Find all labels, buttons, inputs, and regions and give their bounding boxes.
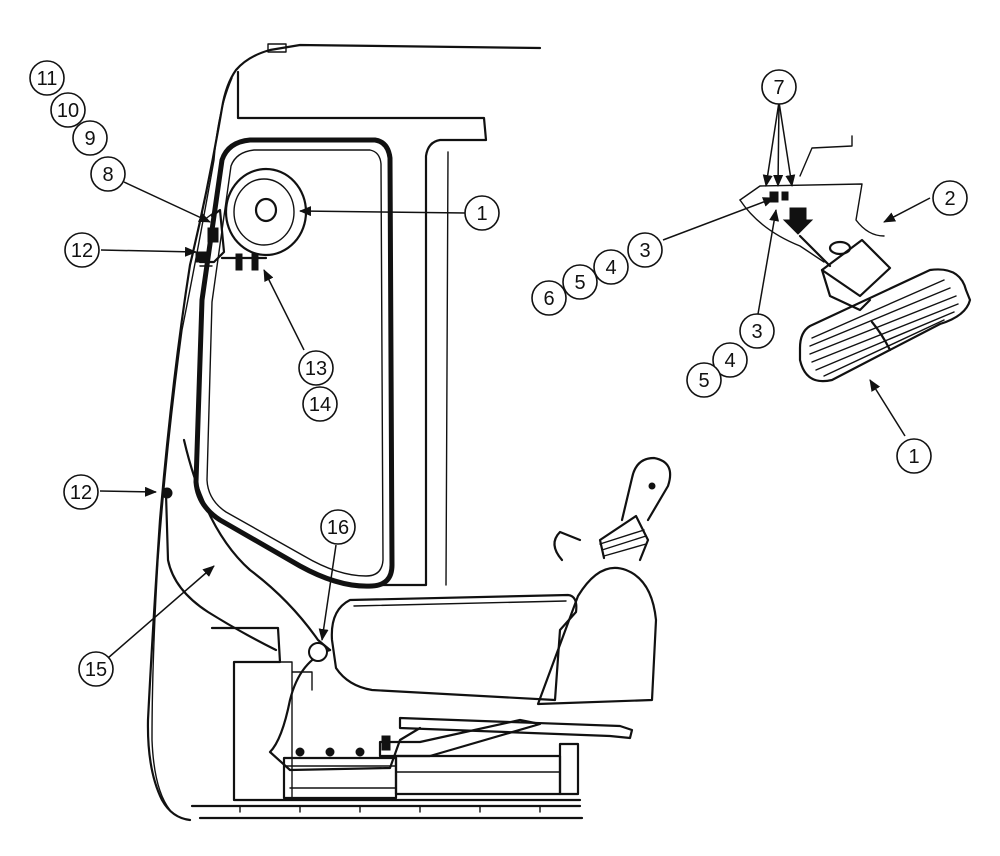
- callout-label: 2: [944, 188, 955, 210]
- callout-circle: [320, 509, 356, 545]
- callout-label: 8: [102, 164, 113, 186]
- floor-line: [190, 804, 584, 820]
- cable-harness: [164, 492, 278, 652]
- callout-label: 9: [84, 128, 95, 150]
- seat-cushion: [330, 593, 578, 702]
- callout-c2: 2: [932, 180, 968, 216]
- joystick-lever: [620, 456, 672, 522]
- cable-ball-end: [161, 487, 173, 499]
- callout-circle: [72, 120, 108, 156]
- speaker-bracket: [195, 208, 268, 271]
- callout-c14: 14: [302, 386, 338, 422]
- callout-c11: 11: [29, 60, 65, 96]
- callout-c15: 15: [78, 651, 114, 687]
- detail-mount-panel: [739, 183, 885, 237]
- cab-front-inner-edge: [151, 77, 233, 811]
- callout-c13: 13: [298, 350, 334, 386]
- callout-label: 16: [327, 517, 349, 539]
- lower-body-outline: [182, 438, 332, 652]
- callout-c1a: 1: [464, 195, 500, 231]
- callout-c4b: 4: [712, 342, 748, 378]
- callout-circle: [78, 651, 114, 687]
- cab-roof-outline: [146, 43, 542, 822]
- callout-c5b: 5: [686, 362, 722, 398]
- callout-circle: [593, 249, 629, 285]
- callout-label: 10: [57, 100, 79, 122]
- callout-label: 1: [476, 203, 487, 225]
- callout-c9: 9: [72, 120, 108, 156]
- callout-c1b: 1: [896, 438, 932, 474]
- callout-c8: 8: [90, 156, 126, 192]
- callout-label: 3: [639, 240, 650, 262]
- callout-circle: [562, 264, 598, 300]
- callout-c16: 16: [320, 509, 356, 545]
- callout-label: 12: [70, 482, 92, 504]
- callout-circle: [686, 362, 722, 398]
- callout-circle: [298, 350, 334, 386]
- callout-label: 13: [305, 358, 327, 380]
- callout-label: 12: [71, 240, 93, 262]
- callout-c6: 6: [531, 280, 567, 316]
- callout-label: 1: [908, 446, 919, 468]
- callout-circle: [531, 280, 567, 316]
- rear-pillar-inner: [445, 151, 449, 586]
- callout-circle: [712, 342, 748, 378]
- callout-circle: [896, 438, 932, 474]
- callout-c10: 10: [50, 92, 86, 128]
- control-console: [536, 456, 672, 706]
- callout-c5a: 5: [562, 264, 598, 300]
- callout-circle: [90, 156, 126, 192]
- leader-lines: [99, 101, 931, 659]
- cab-drawing: [146, 43, 672, 822]
- callout-c3b: 3: [739, 313, 775, 349]
- callout-label: 5: [698, 370, 709, 392]
- speaker: [224, 167, 308, 257]
- detail-speaker-body: [820, 238, 892, 312]
- callout-label: 15: [85, 659, 107, 681]
- callout-circle: [932, 180, 968, 216]
- callout-label: 4: [724, 350, 735, 372]
- pedal-mechanism: [282, 716, 634, 800]
- callout-circle: [29, 60, 65, 96]
- callout-c4a: 4: [593, 249, 629, 285]
- callout-c7: 7: [761, 69, 797, 105]
- callout-circle: [761, 69, 797, 105]
- callout-label: 14: [309, 394, 331, 416]
- callout-circle: [464, 195, 500, 231]
- callout-c12a: 12: [64, 232, 100, 268]
- floor-bolts: [239, 805, 541, 813]
- callout-label: 6: [543, 288, 554, 310]
- roof-lamp: [267, 43, 287, 53]
- callout-circle: [64, 232, 100, 268]
- console-box: [233, 661, 313, 801]
- callout-label: 4: [605, 257, 616, 279]
- callout-circle: [739, 313, 775, 349]
- callout-c3a: 3: [627, 232, 663, 268]
- callout-label: 5: [574, 272, 585, 294]
- callout-circle: [63, 474, 99, 510]
- side-window-frame: [193, 137, 395, 589]
- operator-seat: [268, 593, 578, 772]
- callout-label: 11: [37, 68, 58, 90]
- callout-c12b: 12: [63, 474, 99, 510]
- callout-label: 3: [751, 321, 762, 343]
- callout-circle: [627, 232, 663, 268]
- callout-circle: [302, 386, 338, 422]
- detail-view: [739, 135, 972, 383]
- rear-pillar-outline: [236, 70, 488, 587]
- detail-speaker-grille: [798, 268, 972, 383]
- seat-base: [268, 648, 422, 772]
- install-direction-arrow: [782, 207, 814, 235]
- callout-label: 7: [773, 77, 784, 99]
- callout-circle: [50, 92, 86, 128]
